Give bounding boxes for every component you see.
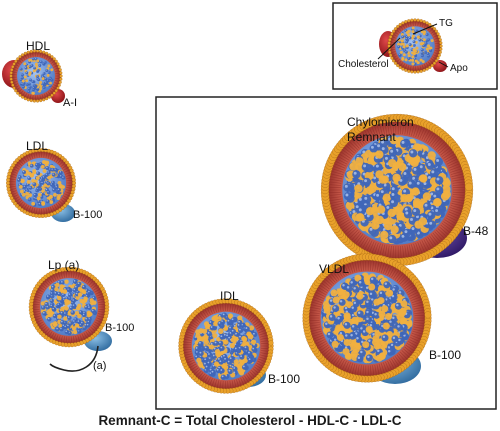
shell-stripes bbox=[9, 150, 74, 216]
ldl-label: LDL bbox=[26, 139, 48, 153]
phospholipid-heads bbox=[6, 148, 76, 218]
ldl-apo-label: B-100 bbox=[73, 209, 102, 221]
chylomicron-remnant-particle bbox=[320, 113, 474, 267]
legend-apo-label: Apo bbox=[450, 63, 468, 74]
core-lipids bbox=[193, 312, 260, 380]
phospholipid-heads bbox=[302, 253, 432, 383]
shell-stripes bbox=[307, 258, 427, 378]
vldl-particle bbox=[302, 253, 432, 384]
hdl-label: HDL bbox=[26, 39, 50, 53]
core-lipids bbox=[343, 135, 451, 245]
legend-tg-pointer bbox=[412, 23, 438, 35]
remnant-equation: Remnant-C = Total Cholesterol - HDL-C - … bbox=[98, 413, 401, 428]
lpa-label: Lp (a) bbox=[48, 258, 79, 272]
core-lipids bbox=[321, 272, 413, 364]
phospholipid-heads bbox=[387, 18, 443, 74]
lpa-apo-a-tail bbox=[49, 345, 99, 372]
legend-particle bbox=[379, 18, 447, 74]
shell-stripes bbox=[182, 302, 270, 390]
phospholipid-heads bbox=[178, 298, 274, 394]
chylomicron-label-line2: Remnant bbox=[347, 130, 396, 144]
idl-particle bbox=[178, 298, 274, 394]
hdl-apo-label: A-I bbox=[63, 97, 77, 109]
chylomicron-label-line1: Chylomicron bbox=[347, 115, 414, 129]
core-lipids bbox=[397, 26, 434, 66]
legend-cholesterol-label: Cholesterol bbox=[338, 59, 389, 70]
legend-apo-pointer bbox=[438, 61, 449, 68]
shell-stripes bbox=[11, 51, 61, 101]
legend-cholesterol-pointer bbox=[377, 37, 401, 60]
idl-label: IDL bbox=[220, 289, 239, 303]
shell-stripes bbox=[327, 120, 467, 260]
vldl-label: VLDL bbox=[319, 262, 349, 276]
core-lipids bbox=[19, 57, 54, 95]
remnant-frame bbox=[155, 96, 497, 410]
phospholipid-heads bbox=[28, 266, 110, 348]
shell-stripes bbox=[389, 20, 441, 72]
vldl-apo-label: B-100 bbox=[429, 348, 461, 362]
legend-tg-label: TG bbox=[439, 18, 453, 29]
core-lipids bbox=[40, 279, 98, 336]
phospholipid-heads bbox=[320, 113, 474, 267]
chylomicron-apo-label: B-48 bbox=[463, 224, 489, 238]
idl-apo-label: B-100 bbox=[268, 372, 300, 386]
lpa-apo-label: B-100 bbox=[105, 322, 134, 334]
lpa-particle bbox=[28, 266, 112, 351]
shell-stripes bbox=[32, 270, 106, 344]
core-lipids bbox=[17, 160, 66, 207]
lpa-apo-a-label: (a) bbox=[93, 360, 106, 372]
apo-protein bbox=[433, 60, 447, 72]
phospholipid-heads bbox=[9, 49, 63, 103]
legend-frame bbox=[332, 2, 498, 90]
hdl-particle bbox=[2, 49, 65, 103]
ldl-particle bbox=[6, 148, 76, 222]
